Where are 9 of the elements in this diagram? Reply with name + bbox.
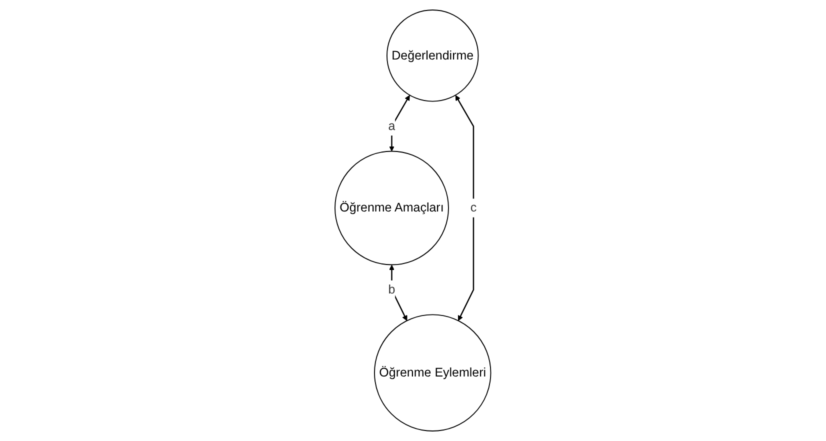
edge-label: b bbox=[388, 282, 396, 297]
arrow bbox=[389, 264, 408, 321]
arrow bbox=[389, 95, 410, 152]
node-circle: Değerlendirme bbox=[386, 10, 479, 102]
edge-label: a bbox=[388, 119, 396, 134]
node-circle: Öğrenme Eylemleri bbox=[374, 314, 492, 432]
arrow bbox=[455, 95, 474, 321]
node-circle: Öğrenme Amaçları bbox=[334, 150, 450, 266]
edge-label: c bbox=[470, 201, 477, 215]
